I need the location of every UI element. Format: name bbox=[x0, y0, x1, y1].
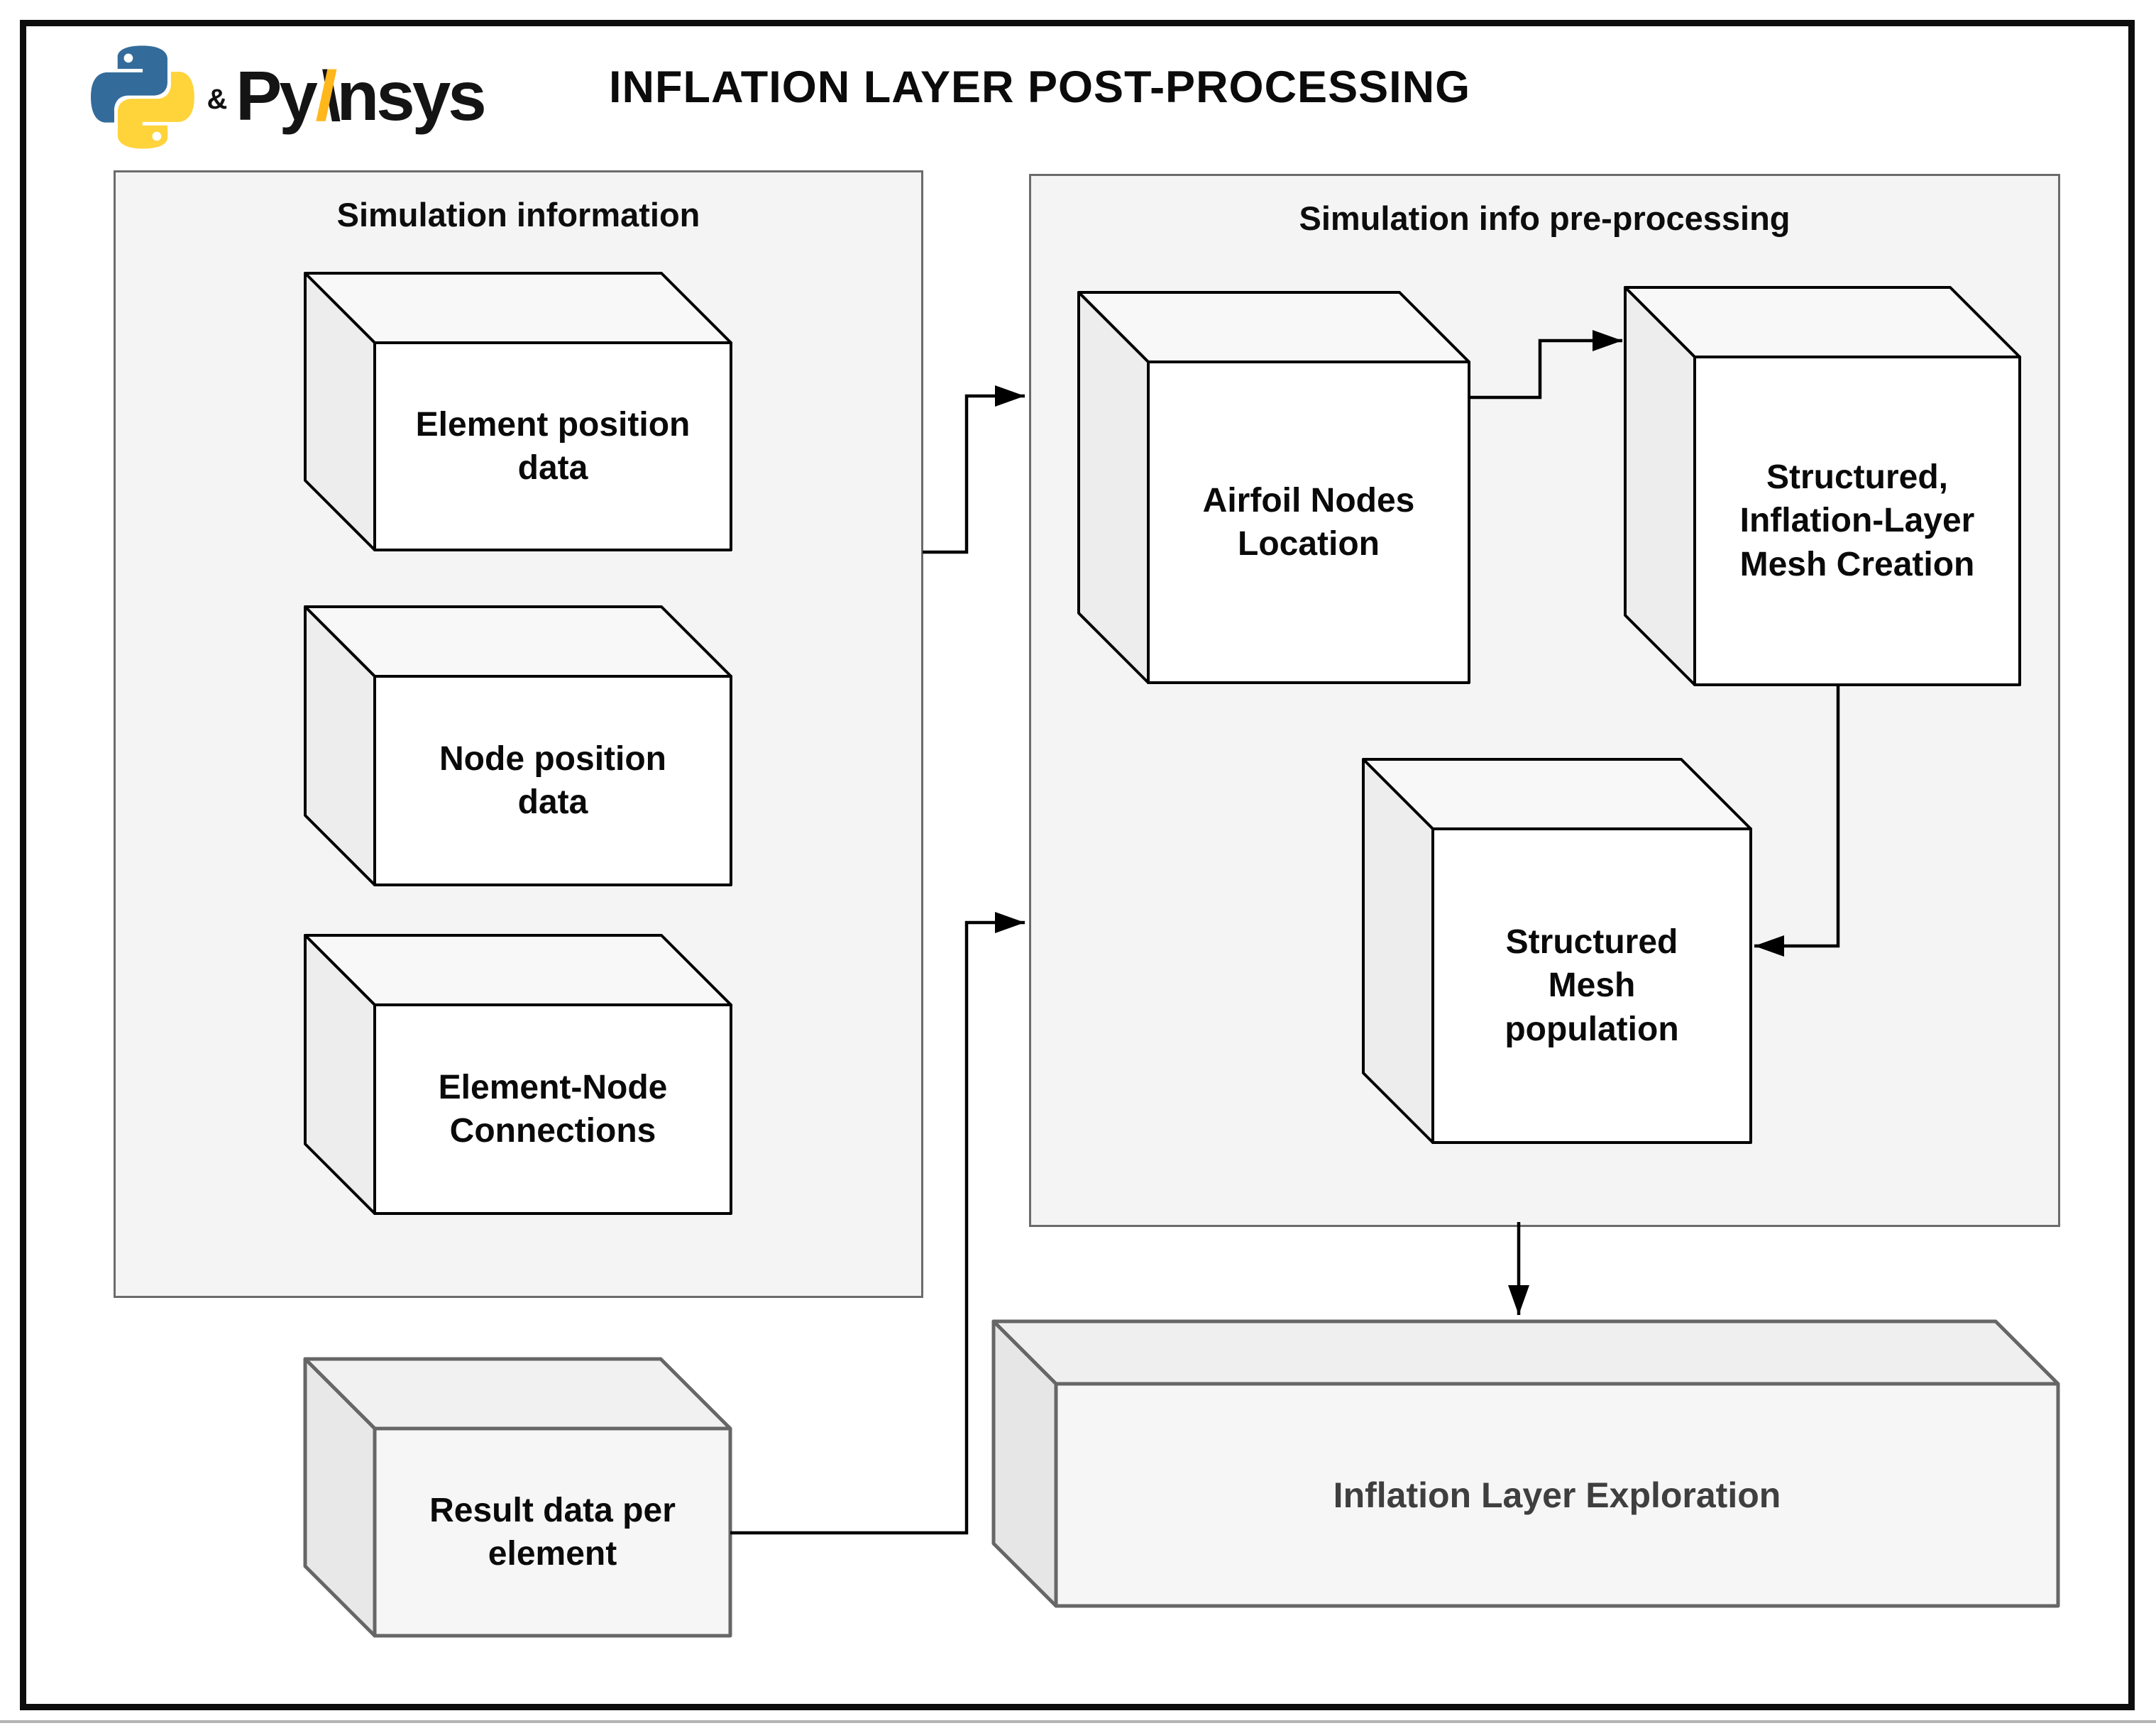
pyansys-backslash: \ bbox=[321, 56, 341, 135]
pyansys-gold-slash: / bbox=[315, 56, 337, 135]
pyansys-wordmark: Py/\nsys bbox=[236, 53, 487, 139]
label-inflation-layer-exploration: Inflation Layer Exploration bbox=[1333, 1475, 1781, 1515]
label-result-data-per-element: Result data per element bbox=[429, 1491, 676, 1573]
pyansys-py: Py bbox=[236, 56, 318, 135]
ampersand-label: & bbox=[207, 83, 228, 115]
label-airfoil-nodes-location: Airfoil Nodes Location bbox=[1202, 481, 1415, 563]
label-node-position-data: Node position data bbox=[439, 739, 666, 821]
python-logo-icon bbox=[91, 45, 194, 149]
pyansys-rest: nsys bbox=[336, 56, 486, 135]
panel-simulation-information-title: Simulation information bbox=[336, 196, 700, 233]
panel-preprocessing-title: Simulation info pre-processing bbox=[1299, 199, 1791, 237]
diagram-outer-border bbox=[20, 20, 2135, 1710]
page-edge-line bbox=[0, 1720, 2156, 1723]
label-structured-mesh-population: Structured Mesh population bbox=[1505, 923, 1679, 1048]
page-title: INFLATION LAYER POST-PROCESSING bbox=[609, 62, 1471, 112]
label-element-node-connections: Element-Node Connections bbox=[438, 1068, 668, 1150]
label-structured-inflation-layer-mesh-creation: Structured, Inflation-Layer Mesh Creatio… bbox=[1739, 458, 1975, 583]
label-element-position-data: Element position data bbox=[415, 405, 691, 487]
